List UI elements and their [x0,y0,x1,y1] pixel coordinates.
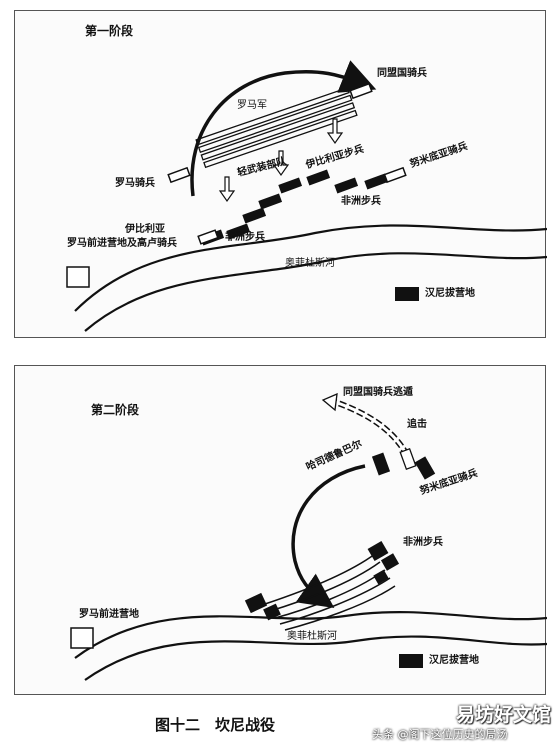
hannibal-camp-marker-2 [399,654,423,668]
watermark: 易坊好文馆 头条 @阁下这位历史的局汤 [372,700,554,742]
pursuit-label: 追击 [407,419,427,430]
phase-two-map [70,392,547,681]
figure-caption: 图十二 坎尼战役 [154,716,275,734]
fleeing-allied-unit [399,447,417,471]
numidian-cavalry-unit [383,166,407,184]
roman-cavalry-label: 罗马骑兵 [115,178,155,189]
phase-two-title: 第二阶段 [91,403,140,417]
iberian-gaul-cavalry-label-1: 伊比利亚 [125,224,165,235]
roman-camp-marker-1 [66,266,90,288]
hannibal-camp-label-2: 汉尼拔营地 [429,655,479,666]
phase-one-title: 第一阶段 [85,24,134,38]
river-bank-south-2 [84,635,547,681]
hannibal-camp-marker-1 [395,287,419,301]
river-label-2: 奥菲杜斯河 [287,631,337,642]
hasdrubal-unit [371,452,391,476]
allied-cavalry-unit [349,82,373,100]
iberian-gaul-cavalry-unit [197,229,219,245]
roman-camp-label-1: 罗马前进营地及高卢骑兵 [67,238,177,249]
allied-flee-label: 同盟国骑兵逃遁 [343,387,413,398]
roman-camp-marker-2 [70,627,94,649]
roman-cavalry-arc [190,60,377,197]
carthaginian-encirclement [244,540,400,621]
phase-two-panel: 第二阶段 同盟国骑兵逃遁 追击 哈司德鲁巴尔 努米底亚骑兵 非洲步兵 罗马前进营… [14,365,547,695]
african-infantry-label-2: 非洲步兵 [225,232,265,243]
river-bank-north [74,224,547,312]
roman-camp-label-2: 罗马前进营地 [79,609,139,620]
roman-army-label: 罗马军 [237,100,267,111]
encircled-roman-army [264,553,396,631]
advance-arrow-1 [218,176,236,203]
watermark-title: 易坊好文馆 [456,704,552,726]
african-infantry-label-1: 非洲步兵 [341,196,381,207]
roman-cavalry-unit [167,166,191,184]
river-label-1: 奥菲杜斯河 [285,258,335,269]
watermark-handle: 头条 @阁下这位历史的局汤 [372,728,508,741]
numidian-cavalry-unit-2 [414,456,436,480]
river-bank-north-2 [74,611,547,659]
phase-one-map [66,60,547,332]
allied-cavalry-label: 同盟国骑兵 [377,68,427,79]
river-bank-south [84,252,547,332]
advance-arrow-2 [272,150,290,177]
phase-one-panel: 第一阶段 罗马军 同盟国骑兵 轻武装部队 伊比利亚步兵 努米底亚骑兵 非洲步兵 … [14,10,547,338]
advance-arrow-3 [326,118,344,145]
african-infantry-label-3: 非洲步兵 [403,537,443,548]
hannibal-camp-label-1: 汉尼拔营地 [425,288,475,299]
